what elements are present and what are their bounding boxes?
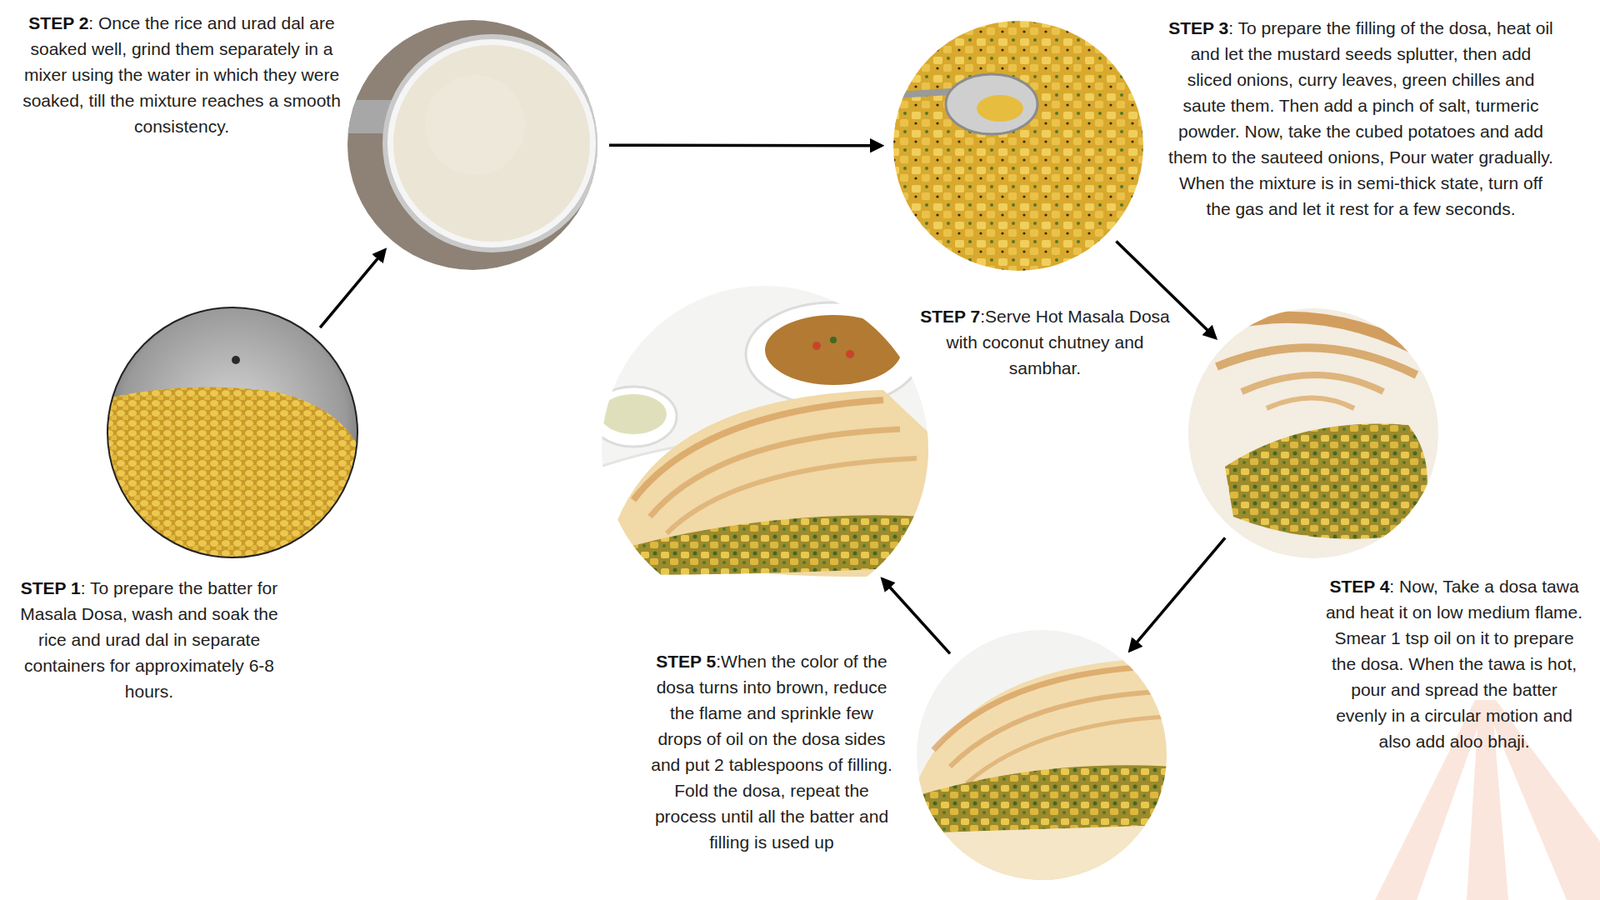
photo-frame <box>107 307 358 558</box>
step-photo-circle: STEP 4: Now, Take a dosa tawa and heat i… <box>1188 308 1439 559</box>
aloo-filling-photo <box>883 16 1150 275</box>
served-dosa-photo <box>590 283 934 617</box>
batter-photo <box>341 16 609 284</box>
step-arrow <box>882 579 950 655</box>
step-text: STEP 7:Serve Hot Masala Dosa with coconu… <box>920 303 1170 381</box>
step-arrow <box>1130 537 1225 650</box>
step-photo-circle: STEP 2: Once the rice and urad dal are s… <box>347 20 598 270</box>
step-heading: STEP 4 <box>1329 576 1390 596</box>
soaked-dal-photo <box>100 291 392 567</box>
decor-rays <box>1375 700 1600 900</box>
step-heading: STEP 3 <box>1168 18 1229 38</box>
step-heading: STEP 2 <box>28 13 89 33</box>
step-photo-circle: STEP 5:When the color of the dosa turns … <box>916 630 1167 880</box>
step-instruction: :Serve Hot Masala Dosa with coconut chut… <box>946 306 1170 378</box>
step-text: STEP 1: To prepare the batter for Masala… <box>20 575 279 705</box>
step-paragraph: STEP 7:Serve Hot Masala Dosa with coconu… <box>920 303 1170 381</box>
step-paragraph: STEP 3: To prepare the filling of the do… <box>1166 15 1555 222</box>
step-paragraph: STEP 1: To prepare the batter for Masala… <box>20 575 279 705</box>
step-paragraph: STEP 5:When the color of the dosa turns … <box>646 648 897 855</box>
step-photo-circle: STEP 3: To prepare the filling of the do… <box>893 20 1144 271</box>
step-heading: STEP 7 <box>920 306 980 326</box>
step-text: STEP 5:When the color of the dosa turns … <box>646 648 897 855</box>
step-arrow <box>320 250 385 328</box>
step-instruction: :When the color of the dosa turns into b… <box>650 651 893 852</box>
step-photo-circle: STEP 7:Serve Hot Masala Dosa with coconu… <box>601 285 929 613</box>
step-instruction: : Now, Take a dosa tawa and heat it on l… <box>1325 576 1583 751</box>
dosa-on-tawa-photo <box>1183 304 1442 563</box>
folded-dosa-photo <box>912 625 1175 884</box>
step-instruction: : To prepare the filling of the dosa, he… <box>1168 18 1554 219</box>
step-heading: STEP 1 <box>20 578 81 598</box>
step-photo-circle: STEP 1: To prepare the batter for Masala… <box>107 307 358 558</box>
step-heading: STEP 5 <box>655 651 716 671</box>
step-text: STEP 2: Once the rice and urad dal are s… <box>6 10 357 140</box>
step-arrow <box>609 144 882 148</box>
step-text: STEP 3: To prepare the filling of the do… <box>1166 15 1555 222</box>
step-text: STEP 4: Now, Take a dosa tawa and heat i… <box>1325 573 1584 755</box>
step-paragraph: STEP 2: Once the rice and urad dal are s… <box>6 10 357 140</box>
step-paragraph: STEP 4: Now, Take a dosa tawa and heat i… <box>1325 573 1584 755</box>
